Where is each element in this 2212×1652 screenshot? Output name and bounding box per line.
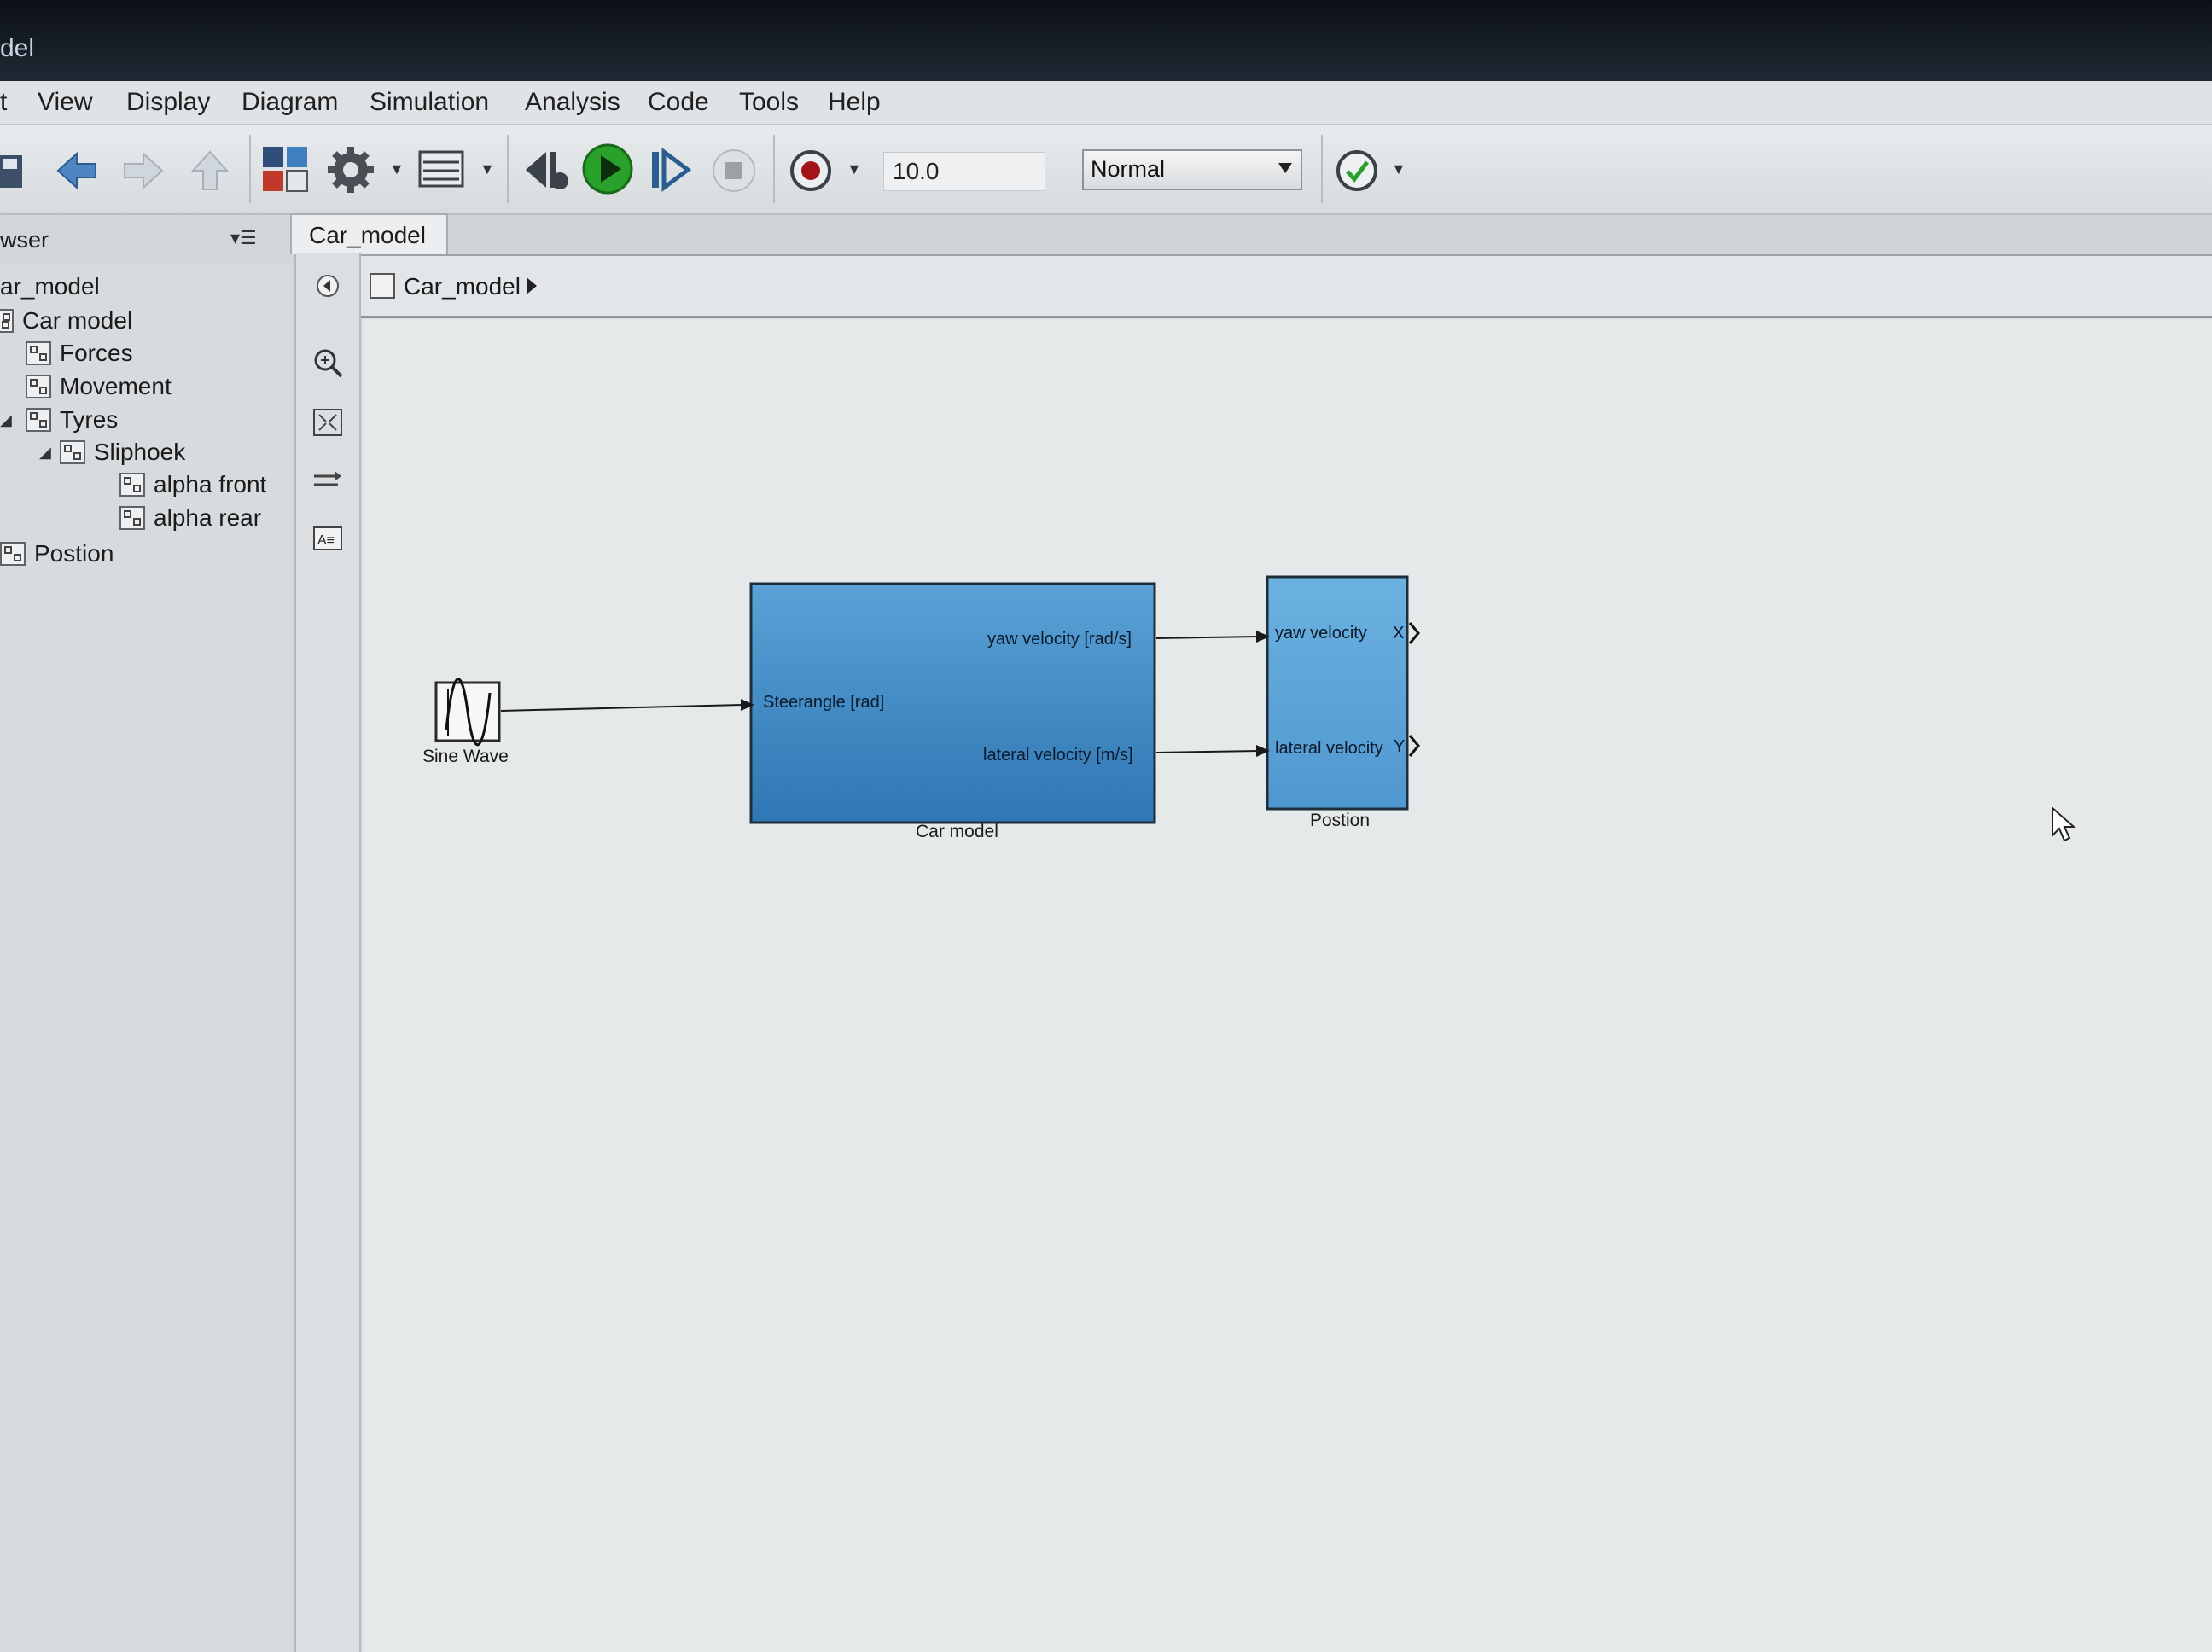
subsystem-icon — [59, 440, 85, 464]
explorer-dropdown-icon[interactable]: ▼ — [480, 160, 495, 177]
car-model-label: Car model — [916, 822, 998, 841]
window-title: del — [0, 34, 35, 62]
sine-wave-label: Sine Wave — [422, 747, 509, 766]
run-icon[interactable] — [580, 142, 635, 196]
subsystem-icon — [119, 506, 145, 530]
port-y-out: Y — [1394, 737, 1406, 756]
tree-item-car-model[interactable]: Car model — [0, 307, 132, 334]
simulation-mode-select[interactable]: Normal — [1082, 149, 1302, 190]
model-icon — [370, 273, 395, 299]
port-steerangle: Steerangle [rad] — [763, 693, 885, 712]
model-browser: wser ▾☰ — [0, 215, 296, 1652]
tree-item-tyres[interactable]: ◢ Tyres — [0, 406, 118, 433]
palette-strip: A≡ — [296, 253, 361, 1652]
tree-item-movement[interactable]: Movement — [26, 373, 172, 400]
expand-arrow-icon[interactable]: ◢ — [0, 410, 12, 428]
back-arrow-icon[interactable] — [53, 147, 101, 195]
subsystem-icon — [25, 408, 51, 432]
breadcrumb-item[interactable]: Car_model — [404, 273, 521, 300]
check-dropdown-icon[interactable]: ▼ — [1391, 160, 1406, 177]
tree-item-postion[interactable]: Postion — [0, 540, 114, 567]
tree-item-sliphoek[interactable]: ◢ Sliphoek — [39, 439, 185, 466]
fit-to-view-icon[interactable] — [311, 406, 344, 439]
settings-gear-icon[interactable] — [326, 145, 375, 195]
title-bar: del — [0, 0, 2212, 81]
menu-file[interactable]: t — [0, 88, 8, 116]
port-yaw-velocity-in: yaw velocity — [1275, 624, 1367, 643]
model-explorer-icon[interactable] — [418, 150, 466, 189]
stop-icon[interactable] — [710, 147, 758, 195]
up-arrow-icon[interactable] — [186, 147, 234, 195]
hide-browser-icon[interactable] — [311, 270, 344, 302]
tree-item-label: Sliphoek — [93, 439, 186, 465]
settings-dropdown-icon[interactable]: ▼ — [389, 160, 405, 177]
tree-item-label: ar_model — [0, 273, 100, 300]
subsystem-icon — [26, 375, 51, 398]
tab-strip — [296, 215, 2212, 256]
step-forward-icon[interactable] — [645, 145, 695, 195]
model-browser-header: wser ▾☰ — [0, 215, 294, 265]
menu-display[interactable]: Display — [126, 88, 211, 116]
arrow-redirect-icon[interactable] — [311, 464, 344, 497]
menu-code[interactable]: Code — [648, 88, 709, 116]
tree-item-label: alpha front — [154, 471, 267, 497]
tree-item-alpha-rear[interactable]: alpha rear — [119, 504, 261, 532]
save-icon[interactable] — [0, 152, 26, 191]
record-icon[interactable] — [787, 147, 835, 195]
subsystem-icon — [26, 341, 51, 365]
tree-item-label: Tyres — [59, 406, 119, 433]
tree-item-label: Car model — [22, 307, 133, 334]
chevron-down-icon — [1278, 163, 1292, 173]
library-browser-icon[interactable] — [261, 145, 311, 195]
breadcrumb: Car_model — [361, 256, 2212, 318]
record-dropdown-icon[interactable]: ▼ — [847, 160, 862, 177]
step-back-icon[interactable] — [521, 145, 570, 195]
tree-item-label: Forces — [60, 340, 133, 366]
expand-arrow-icon[interactable]: ◢ — [39, 443, 51, 461]
check-icon[interactable] — [1333, 147, 1381, 195]
subsystem-icon — [0, 542, 26, 566]
model-browser-title: wser — [0, 227, 49, 253]
forward-arrow-icon[interactable] — [119, 147, 167, 195]
browser-menu-icon[interactable]: ▾☰ — [230, 227, 257, 248]
stop-time-input[interactable]: 10.0 — [883, 152, 1045, 191]
svg-text:A≡: A≡ — [317, 533, 335, 548]
menu-analysis[interactable]: Analysis — [525, 88, 620, 116]
tree-item-ar-model[interactable]: ar_model — [0, 273, 100, 300]
tree-item-label: Movement — [60, 373, 172, 399]
mouse-cursor-icon — [2052, 806, 2076, 842]
menu-view[interactable]: View — [38, 88, 93, 116]
breadcrumb-arrow-icon[interactable] — [527, 277, 537, 294]
menu-simulation[interactable]: Simulation — [370, 88, 490, 116]
port-lateral-velocity-in: lateral velocity — [1275, 739, 1383, 758]
subsystem-icon — [119, 473, 145, 497]
menu-bar: t View Display Diagram Simulation Analys… — [0, 81, 2212, 125]
diagram-canvas[interactable] — [363, 319, 2212, 1652]
annotation-icon[interactable]: A≡ — [311, 522, 344, 555]
port-lateral-velocity-out: lateral velocity [m/s] — [983, 746, 1133, 765]
tree-item-alpha-front[interactable]: alpha front — [119, 471, 266, 498]
menu-help[interactable]: Help — [828, 88, 881, 116]
port-x-out: X — [1393, 624, 1405, 643]
tree-item-forces[interactable]: Forces — [26, 340, 133, 367]
simulation-mode-value: Normal — [1091, 156, 1166, 182]
menu-tools[interactable]: Tools — [739, 88, 800, 116]
tab-car-model[interactable]: Car_model — [290, 213, 448, 254]
zoom-in-icon[interactable] — [311, 346, 344, 379]
subsystem-icon — [0, 309, 14, 333]
tree-item-label: alpha rear — [154, 504, 262, 531]
menu-diagram[interactable]: Diagram — [242, 88, 339, 116]
tree-item-label: Postion — [34, 540, 114, 567]
port-yaw-velocity-out: yaw velocity [rad/s] — [987, 630, 1132, 649]
postion-label: Postion — [1310, 811, 1371, 830]
